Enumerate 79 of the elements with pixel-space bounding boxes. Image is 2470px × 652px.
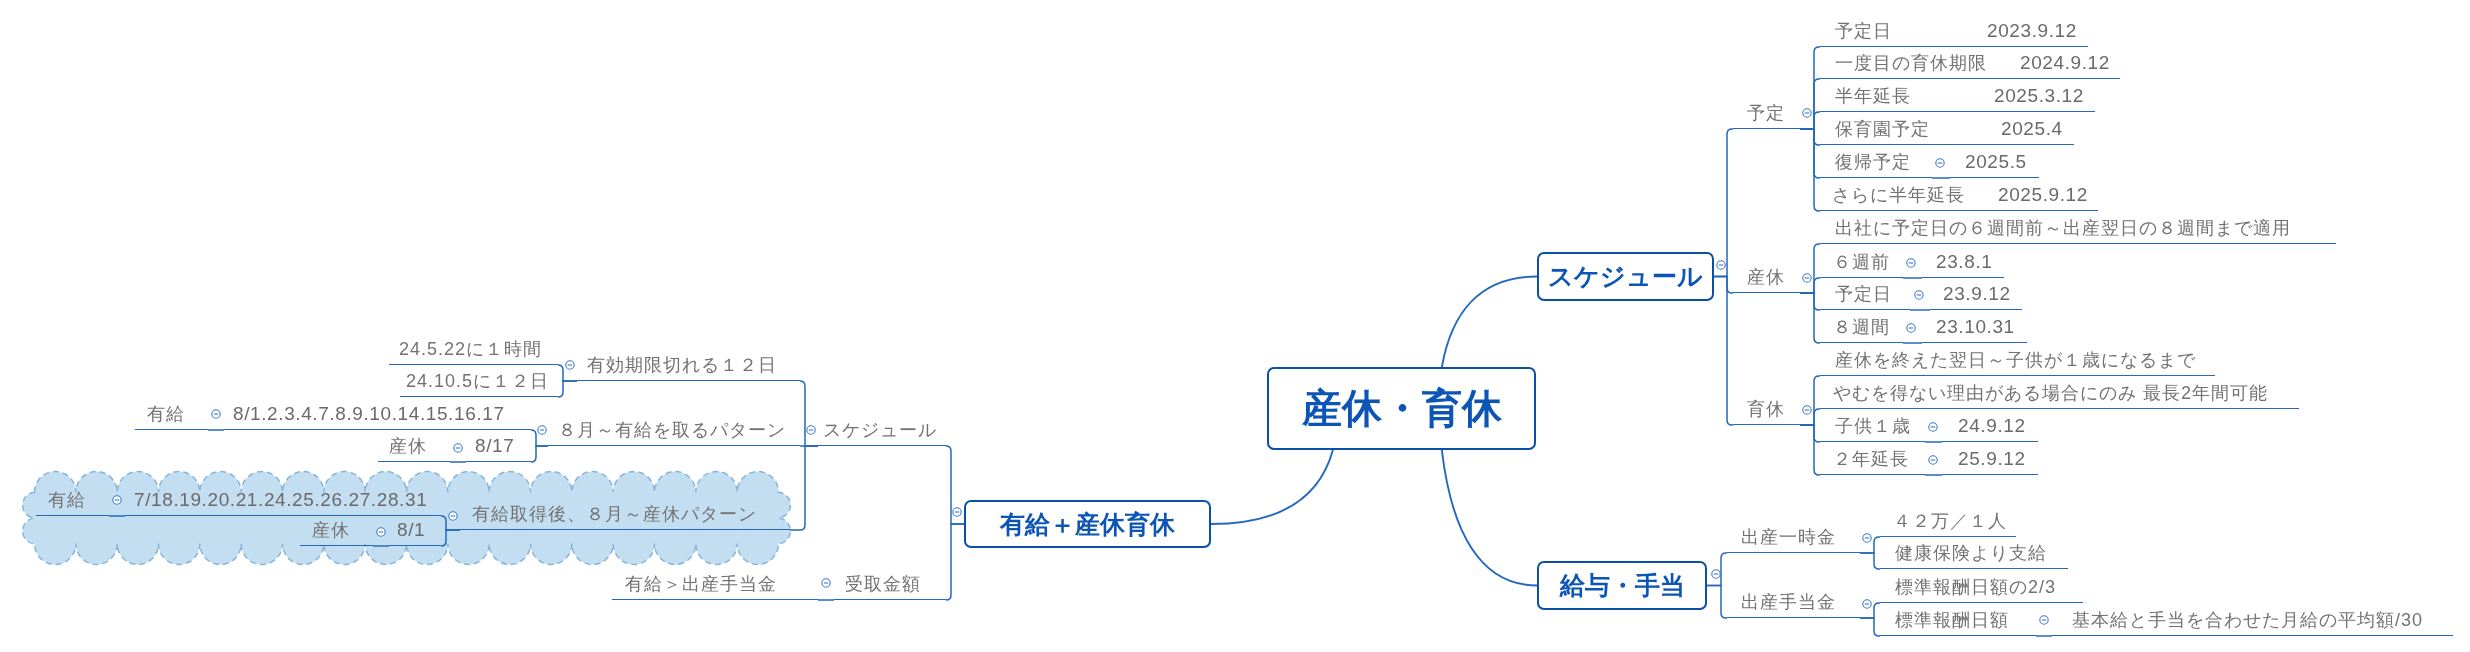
connector-line: [817, 599, 835, 601]
topic-label: 産休: [1733, 263, 1800, 293]
date-text: 2025.3.12: [1994, 84, 2084, 108]
topic-label: 受取金額: [834, 570, 946, 600]
connector-line: [1859, 552, 1881, 570]
connector-line: [557, 380, 578, 398]
connector-line: [207, 429, 225, 431]
topic-text: 保育園予定: [1835, 118, 1930, 141]
connector-line: [372, 545, 390, 547]
connector-line: [1924, 474, 1943, 476]
topic-label: 産休: [378, 432, 450, 462]
date-text: 2025.4: [2001, 117, 2063, 141]
connector-line: [440, 529, 461, 547]
topic-label: 23.9.12: [1930, 280, 2022, 310]
topic-label: 25.9.12: [1942, 445, 2038, 475]
topic-label: 産休を終えた翌日～子供が１歳になるまで: [1820, 346, 2215, 376]
topic-label: 23.10.31: [1922, 313, 2027, 343]
connector-line: [449, 461, 467, 463]
topic-label: 健康保険より支給: [1880, 539, 2068, 569]
topic-label: 産休: [300, 516, 373, 546]
topic-label: 有効期限切れる１２日: [577, 351, 800, 381]
topic-label: スケジュール: [818, 416, 946, 446]
topic-label: 予定: [1733, 99, 1800, 129]
topic-label: 有給＞出産手当金: [612, 570, 818, 600]
connector-line: [2035, 635, 2053, 637]
topic-label: 有給取得後、８月～産休パターン: [460, 500, 790, 530]
topic-label: ８月～有給を取るパターン: [548, 416, 800, 446]
date-text: 2023.9.12: [1987, 19, 2077, 43]
date-text: 2024.9.12: [2020, 51, 2110, 75]
topic-label: ２年延長: [1820, 445, 1925, 475]
branch-curve: [1440, 275, 1538, 368]
connector-line: [945, 523, 965, 601]
connector-line: [1924, 441, 1943, 443]
date-text: 2025.9.12: [1998, 183, 2088, 207]
connector-line: [1902, 277, 1923, 279]
topic-label: ４２万／１人: [1880, 507, 2016, 537]
topic-label: 復帰予定: [1820, 148, 1932, 178]
topic-label: やむを得ない理由がある場合にのみ 最長2年間可能: [1820, 379, 2299, 409]
topic-label: ６週前: [1820, 248, 1903, 278]
topic-label: 育休: [1733, 395, 1800, 425]
topic-label: 有給: [135, 400, 208, 430]
topic-text: さらに半年延長: [1832, 184, 1965, 207]
topic-text: 予定日: [1835, 20, 1892, 43]
topic-label: 標準報酬日額の2/3: [1880, 573, 2083, 603]
topic-label: 出社に予定日の６週間前～出産翌日の８週間まで適用: [1820, 214, 2336, 244]
connector-line: [1713, 275, 1734, 426]
topic-label: 有給: [36, 486, 109, 516]
topic-label: 2025.5: [1950, 148, 2039, 178]
topic-label: 24.5.22に１時間: [389, 335, 558, 365]
topic-label: 8/1.2.3.4.7.8.9.10.14.15.16.17: [224, 400, 531, 430]
branch-curve: [1440, 449, 1538, 587]
connector-line: [789, 445, 819, 531]
topic-label: 23.8.1: [1922, 248, 2004, 278]
branch-curve: [1210, 449, 1334, 525]
topic-label: 24.9.12: [1942, 412, 2038, 442]
connector-line: [108, 515, 126, 517]
connector-line: [1706, 584, 1728, 619]
topic-label: 予定日: [1820, 280, 1910, 310]
connector-line: [1931, 177, 1951, 179]
topic-label: 子供１歳: [1820, 412, 1925, 442]
connector-line: [1859, 617, 1881, 637]
topic-label: 8/1: [389, 516, 441, 546]
connector-line: [530, 445, 549, 463]
connector-line: [1909, 309, 1931, 311]
central-topic-box: 産休・育休: [1267, 367, 1536, 450]
topic-label: 出産一時金: [1727, 523, 1860, 553]
topic-label: 基本給と手当を合わせた月給の平均額/30: [2052, 606, 2453, 636]
main-topic-box: 有給＋産休育休: [964, 500, 1211, 548]
main-topic-box: 給与・手当: [1537, 561, 1707, 610]
topic-label: 標準報酬日額: [1880, 606, 2036, 636]
topic-text: 一度目の育休期限: [1835, 52, 1987, 75]
topic-label: 7/18.19.20.21.24.25.26.27.28.31: [125, 486, 441, 516]
main-topic-box: スケジュール: [1537, 252, 1714, 301]
connector-line: [1902, 342, 1923, 344]
topic-text: 半年延長: [1835, 85, 1911, 108]
topic-label: ８週間: [1820, 313, 1903, 343]
topic-label: 8/17: [466, 432, 531, 462]
topic-label: 出産手当金: [1727, 588, 1860, 618]
topic-label: 24.10.5に１２日: [400, 367, 558, 397]
